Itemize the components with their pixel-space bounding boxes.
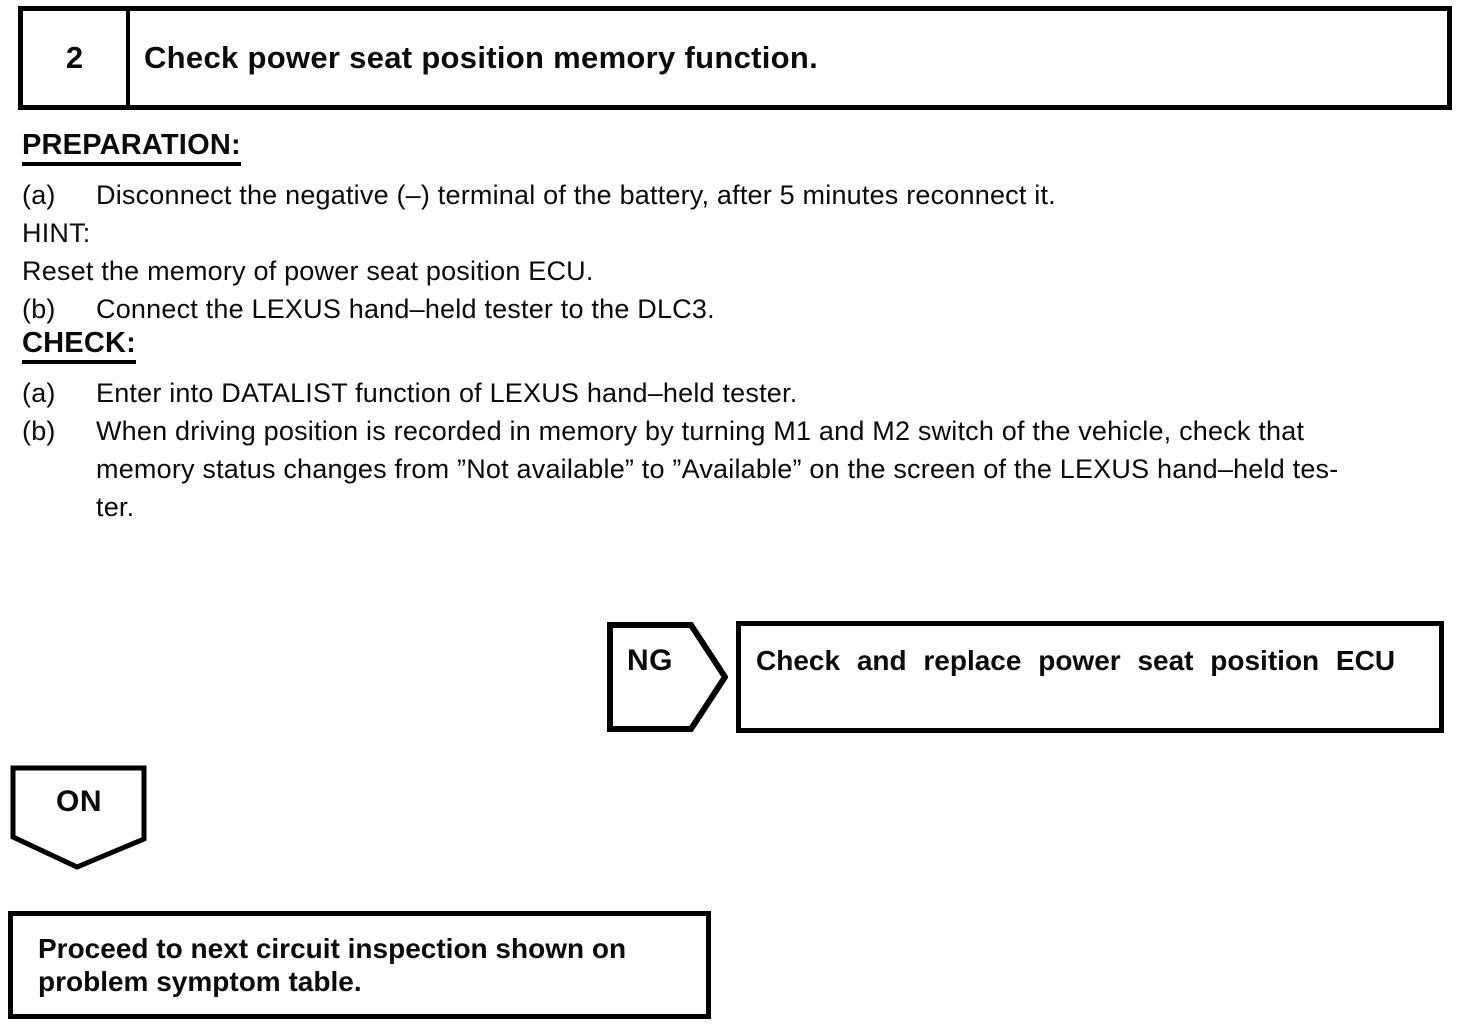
hint-heading: HINT: (22, 218, 91, 248)
step-text: Disconnect the negative (–) terminal of … (96, 180, 1056, 210)
step-label: (a) (22, 378, 56, 408)
check-heading-row: CHECK: (22, 328, 1464, 364)
down-arrow-pentagon-icon (10, 765, 147, 870)
preparation-heading-row: PREPARATION: (22, 130, 1464, 166)
step-label: (b) (22, 416, 56, 446)
preparation-heading: PREPARATION: (22, 130, 241, 166)
step-text-line: When driving position is recorded in mem… (96, 416, 1305, 446)
on-label: ON (56, 785, 102, 818)
result-text-line: Proceed to next circuit inspection shown… (38, 933, 627, 964)
check-step-a: (a) Enter into DATALIST function of LEXU… (22, 374, 1464, 412)
on-connector-arrow: ON (10, 765, 148, 871)
right-arrow-pentagon-icon (607, 622, 728, 732)
step-text: When driving position is recorded in mem… (96, 412, 1464, 526)
ng-action-text: Check and replace power seat position EC… (756, 645, 1396, 676)
result-text-line: problem symptom table. (38, 966, 362, 997)
check-step-b: (b) When driving position is recorded in… (22, 412, 1464, 526)
procedure-title: Check power seat position memory functio… (144, 40, 819, 75)
step-text-line: memory status changes from ”Not availabl… (96, 454, 1339, 484)
step-text-line: ter. (96, 492, 135, 522)
preparation-step-a: (a) Disconnect the negative (–) terminal… (22, 176, 1464, 214)
check-heading: CHECK: (22, 328, 136, 364)
ng-label: NG (627, 644, 673, 677)
result-box: Proceed to next circuit inspection shown… (8, 911, 711, 1019)
hint-text: Reset the memory of power seat position … (22, 256, 594, 286)
ng-action-box: Check and replace power seat position EC… (736, 621, 1444, 733)
procedure-header: 2 Check power seat position memory funct… (18, 6, 1452, 110)
ng-connector-arrow: NG (607, 621, 728, 733)
instruction-text: PREPARATION: (a) Disconnect the negative… (22, 130, 1464, 526)
step-number-cell: 2 (23, 11, 130, 105)
step-label: (b) (22, 294, 56, 324)
step-text: Enter into DATALIST function of LEXUS ha… (96, 378, 798, 408)
step-number: 2 (65, 40, 84, 75)
step-text: Connect the LEXUS hand–held tester to th… (96, 294, 715, 324)
step-label: (a) (22, 180, 56, 210)
preparation-step-b: (b) Connect the LEXUS hand–held tester t… (22, 290, 1464, 328)
